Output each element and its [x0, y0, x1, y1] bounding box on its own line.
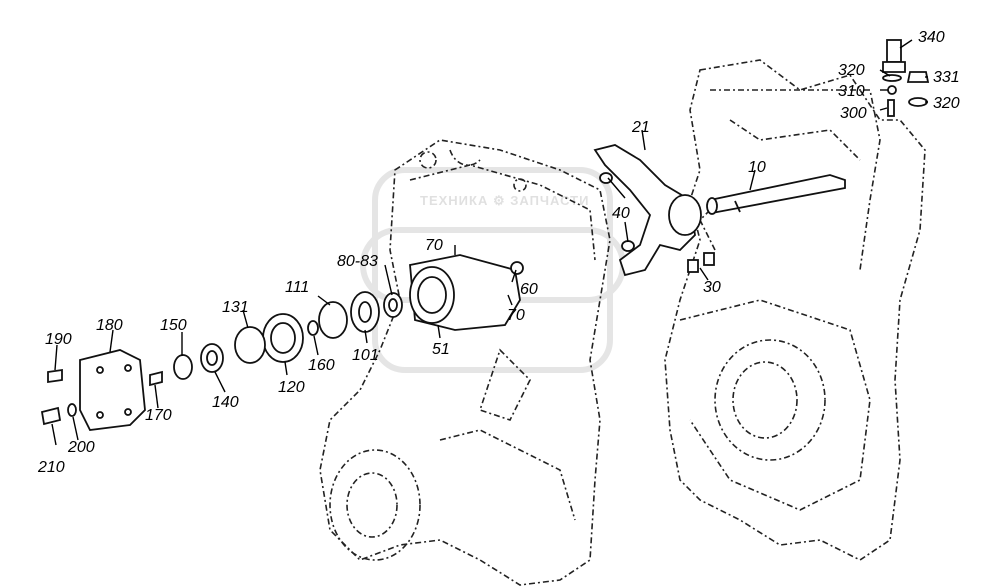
right-transmission-housing: [664, 59, 926, 561]
label-111: 111: [285, 279, 309, 296]
leader-lines: [51, 39, 928, 446]
label-150: 150: [160, 317, 187, 334]
label-80-83: 80-83: [337, 253, 378, 270]
label-200: 200: [67, 439, 95, 456]
bearing-cover-51: [409, 254, 524, 331]
label-340: 340: [918, 29, 945, 46]
label-320-top: 320: [838, 62, 865, 79]
seals-and-bearings: [173, 291, 403, 380]
label-190: 190: [45, 331, 72, 348]
label-101: 101: [352, 347, 379, 364]
shift-fork-21: [593, 144, 702, 277]
label-60: 60: [520, 281, 538, 298]
label-131: 131: [222, 299, 249, 316]
label-160: 160: [308, 357, 335, 374]
sensor-stack: [882, 39, 930, 117]
end-cover-180: [79, 349, 146, 431]
shift-rod-10: [706, 174, 846, 215]
label-120: 120: [278, 379, 305, 396]
bolts-170-190-210: [40, 368, 163, 426]
label-140: 140: [212, 394, 239, 411]
label-180: 180: [96, 317, 123, 334]
label-300: 300: [840, 105, 867, 122]
label-21: 21: [631, 119, 650, 136]
label-310: 310: [838, 83, 865, 100]
label-170: 170: [145, 407, 172, 424]
part-labels: 340 320 331 310 320 300 21 10 40 30 70 7…: [37, 29, 960, 476]
label-40: 40: [612, 205, 630, 222]
label-331: 331: [933, 69, 960, 86]
bolts-30: [687, 252, 715, 273]
label-51: 51: [432, 341, 450, 358]
left-transmission-housing: [319, 139, 611, 586]
label-10: 10: [748, 159, 766, 176]
label-320-right: 320: [933, 95, 960, 112]
label-210: 210: [37, 459, 65, 476]
watermark-text: ТЕХНИКА ⚙ ЗАПЧАСТИ: [420, 193, 589, 208]
label-30: 30: [703, 279, 721, 296]
label-70-bottom: 70: [507, 307, 525, 324]
label-70-top: 70: [425, 237, 443, 254]
